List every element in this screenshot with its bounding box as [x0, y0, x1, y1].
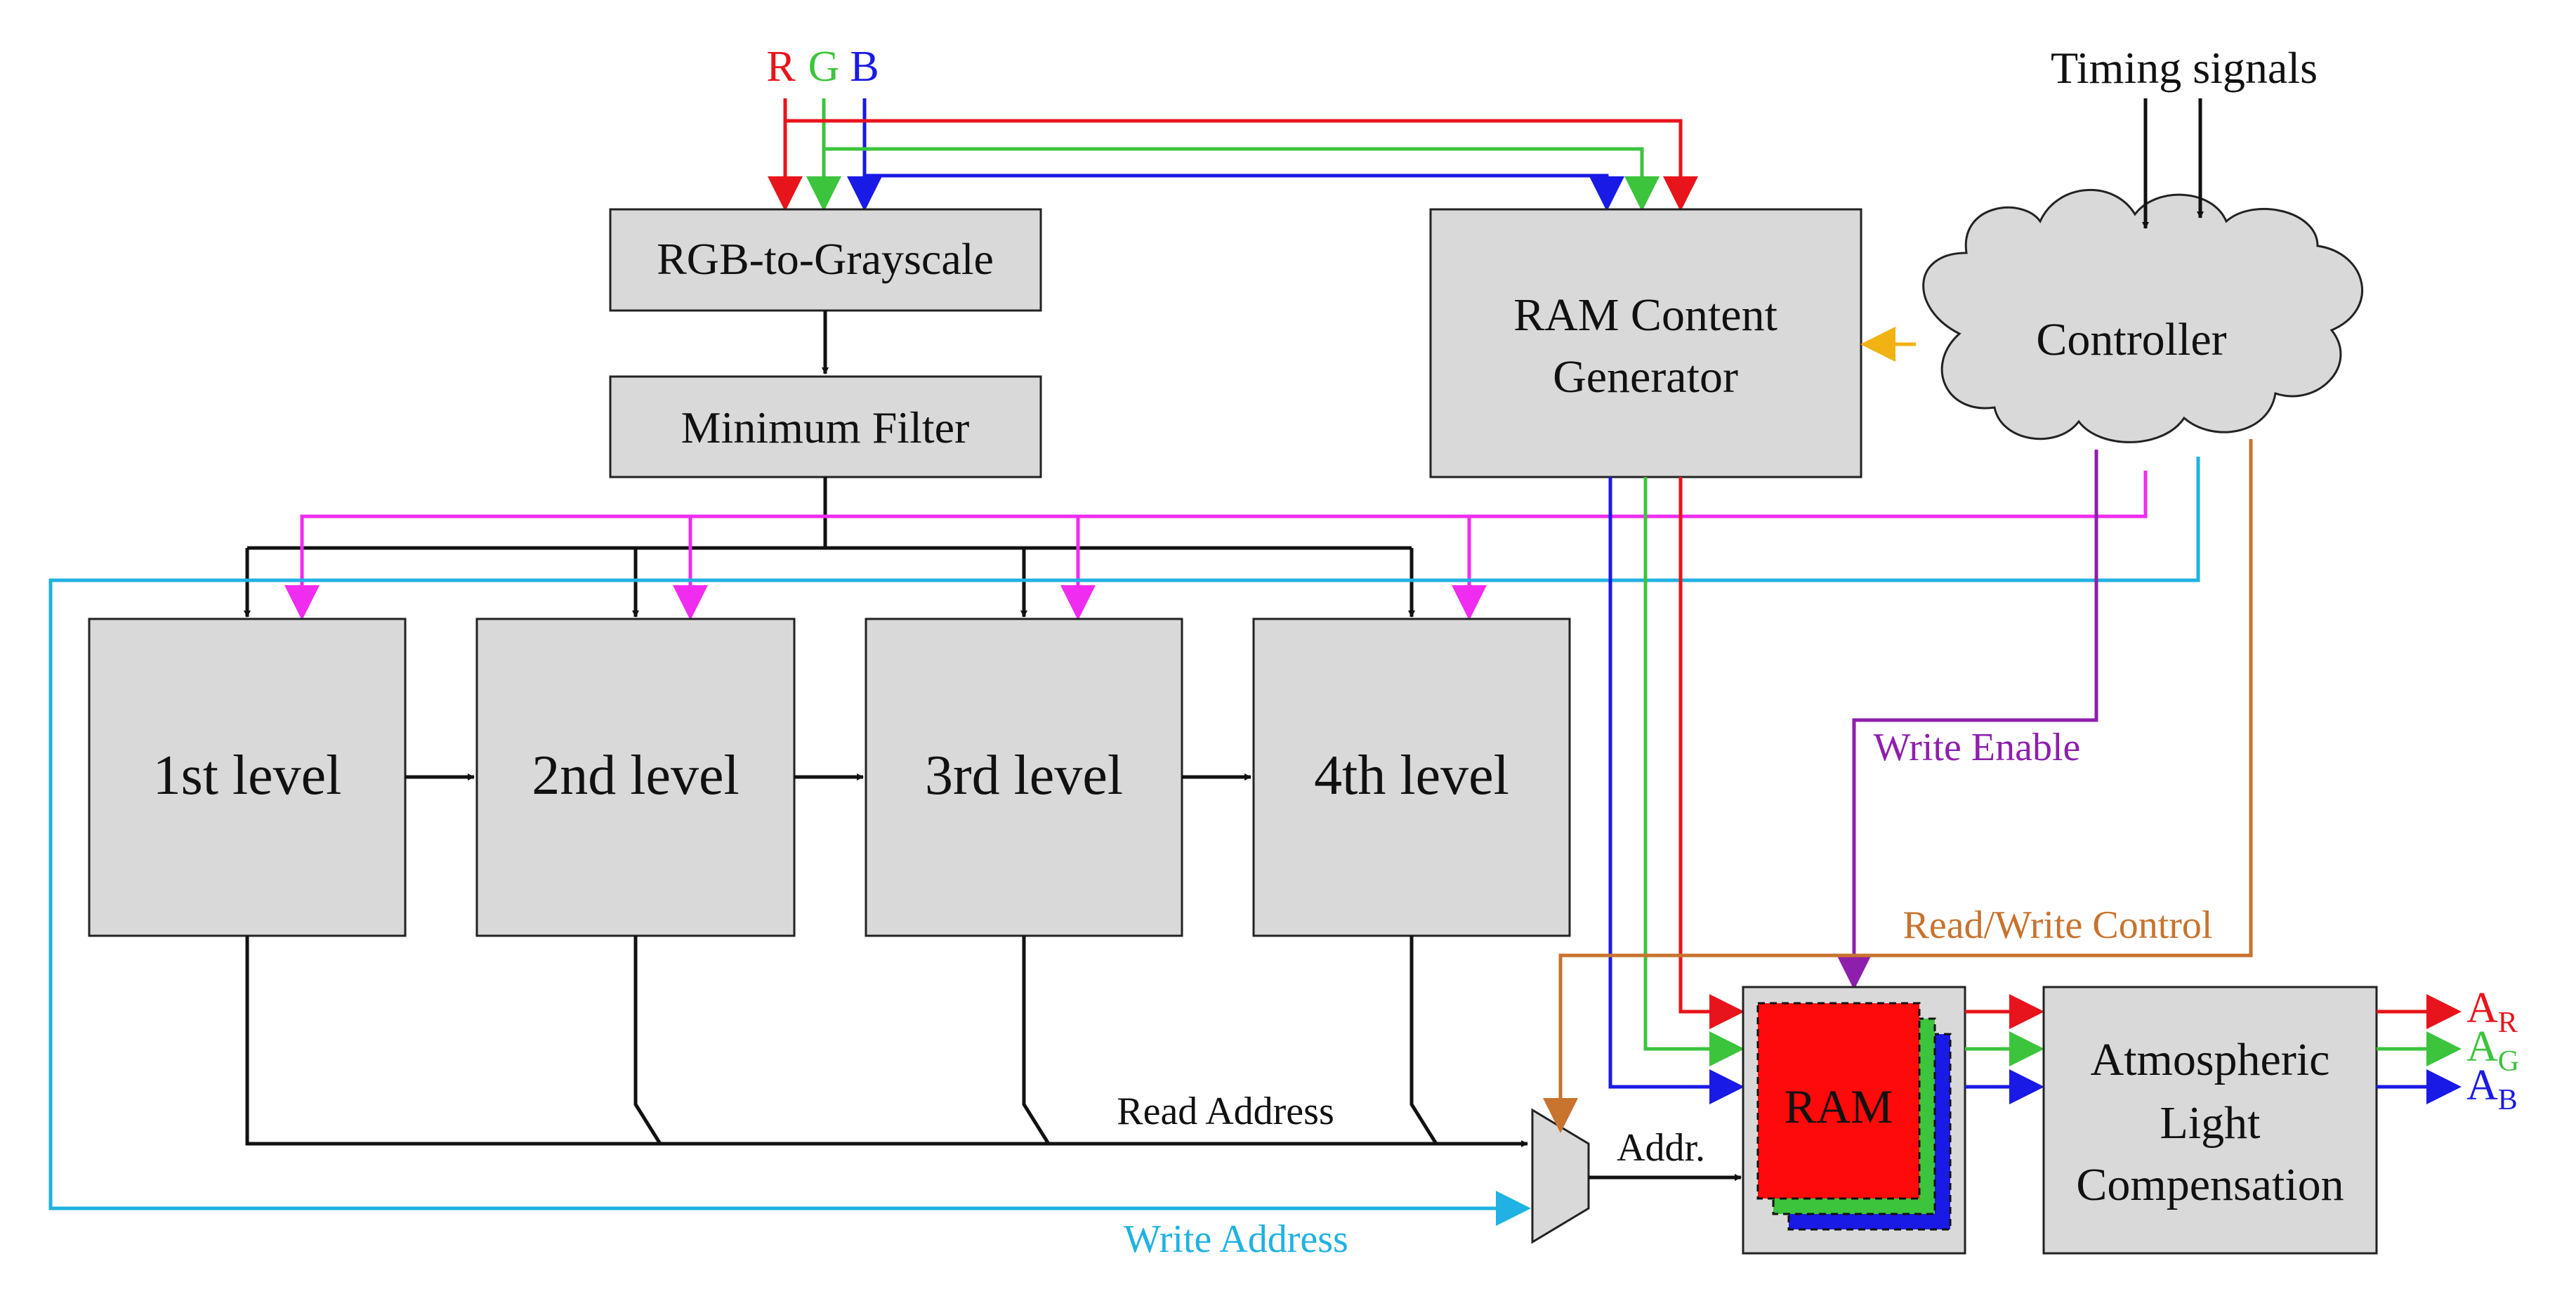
rgb-to-grayscale-block: RGB-to-Grayscale — [609, 208, 1042, 312]
atmospheric-light-compensation-block: Atmospheric Light Compensation — [2042, 986, 2378, 1255]
level-1-label: 1st level — [153, 745, 342, 807]
minimum-filter-block: Minimum Filter — [609, 375, 1042, 478]
wire-read-address-level3 — [1022, 936, 1051, 1145]
address-mux — [1531, 1108, 1590, 1244]
wire-ramgen-g-to-ram — [1643, 477, 1744, 1066]
controller-label: Controller — [2036, 314, 2226, 365]
wire-ramgen-b-to-ram — [1608, 477, 1744, 1104]
input-b-label: B — [850, 43, 879, 91]
wire-write-enable — [1836, 450, 2098, 990]
wire-b-to-ramgen — [865, 174, 1624, 211]
alc-label-1: Atmospheric — [2091, 1034, 2330, 1085]
wire-g-to-ramgen — [824, 147, 1660, 211]
rgb-to-grayscale-label: RGB-to-Grayscale — [657, 234, 994, 284]
read-address-label: Read Address — [1117, 1090, 1334, 1133]
addr-label: Addr. — [1617, 1126, 1705, 1170]
output-ab-label: AB — [2466, 1062, 2518, 1116]
wire-write-address — [48, 457, 2200, 1226]
wire-read-address-level1 — [245, 936, 1528, 1147]
wire-ramgen-r-to-ram — [1678, 477, 1744, 1029]
alc-label-3: Compensation — [2076, 1159, 2344, 1210]
input-g-label: G — [808, 43, 840, 91]
level-2-label: 2nd level — [532, 745, 739, 807]
write-enable-label: Write Enable — [1874, 726, 2081, 769]
ram-layer-red — [1756, 1002, 1921, 1200]
write-address-label: Write Address — [1124, 1217, 1348, 1261]
level-1-block: 1st level — [88, 618, 407, 937]
timing-signals-label: Timing signals — [2051, 43, 2318, 93]
wire-read-address-level2 — [633, 936, 662, 1145]
minimum-filter-label: Minimum Filter — [681, 403, 970, 452]
wire-read-address-level4 — [1409, 936, 1438, 1145]
alc-label-2: Light — [2160, 1097, 2261, 1149]
wire-controller-magenta — [284, 471, 2148, 620]
output-ag-label: AG — [2466, 1023, 2519, 1078]
level-4-block: 4th level — [1252, 618, 1571, 937]
input-r-label: R — [766, 43, 796, 91]
ram-block: RAM — [1742, 986, 1966, 1255]
ram-content-generator-block: RAM Content Generator — [1429, 208, 1862, 478]
rw-control-label: Read/Write Control — [1903, 903, 2213, 947]
ram-content-generator-label-1: RAM Content — [1513, 289, 1777, 341]
output-ar-label: AR — [2466, 984, 2518, 1039]
wire-r-to-ramgen — [785, 119, 1698, 211]
ram-label: RAM — [1785, 1080, 1893, 1133]
wire-rw-control — [1543, 439, 2253, 1133]
level-3-block: 3rd level — [865, 618, 1183, 937]
level-4-label: 4th level — [1314, 745, 1509, 807]
level-3-label: 3rd level — [925, 745, 1123, 807]
controller-cloud: Controller — [1922, 188, 2364, 443]
ram-content-generator-label-2: Generator — [1553, 351, 1738, 403]
level-2-block: 2nd level — [475, 618, 796, 937]
